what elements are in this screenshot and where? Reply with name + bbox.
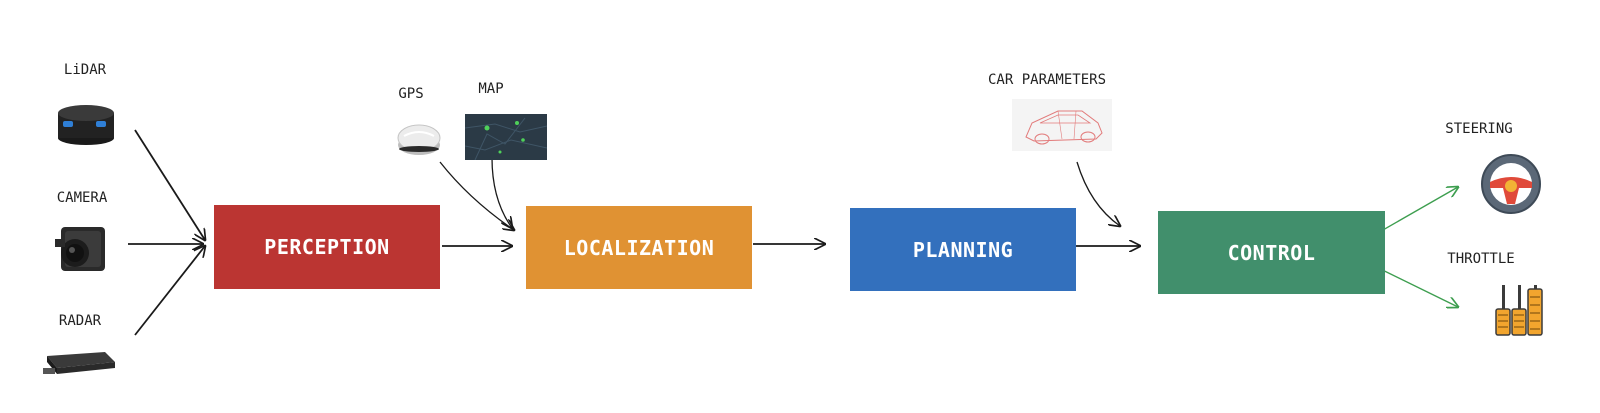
arrow-radar-to-perception — [134, 246, 205, 336]
control-label: CONTROL — [1227, 240, 1316, 265]
gps-puck-icon — [397, 124, 441, 155]
arrow-gps-to-localization — [439, 161, 514, 230]
steering-wheel-icon — [1481, 154, 1541, 214]
radar-label: RADAR — [58, 313, 102, 329]
gps-label: GPS — [398, 86, 424, 102]
arrow-map-to-localization — [491, 157, 512, 228]
planning-label: PLANNING — [912, 237, 1014, 262]
lidar-label: LiDAR — [63, 62, 107, 78]
steering-label: STEERING — [1445, 121, 1513, 137]
camera-module-icon — [55, 227, 105, 271]
control-block: CONTROL — [1158, 211, 1385, 294]
map-thumbnail-icon — [465, 114, 547, 160]
perception-block: PERCEPTION — [214, 205, 440, 289]
localization-label: LOCALIZATION — [563, 235, 715, 260]
arrow-carparams-to-control — [1076, 161, 1120, 226]
perception-label: PERCEPTION — [264, 235, 390, 259]
car-wireframe-icon — [1012, 99, 1112, 151]
localization-block: LOCALIZATION — [526, 206, 752, 289]
radar-unit-icon — [43, 352, 115, 374]
lidar-sensor-icon — [58, 105, 114, 145]
map-label: MAP — [478, 81, 504, 97]
camera-label: CAMERA — [56, 190, 108, 206]
planning-block: PLANNING — [850, 208, 1076, 291]
arrow-lidar-to-perception — [134, 129, 205, 240]
pedals-icon — [1495, 285, 1543, 336]
throttle-label: THROTTLE — [1447, 251, 1515, 267]
car-parameters-label: CAR PARAMETERS — [987, 72, 1107, 88]
